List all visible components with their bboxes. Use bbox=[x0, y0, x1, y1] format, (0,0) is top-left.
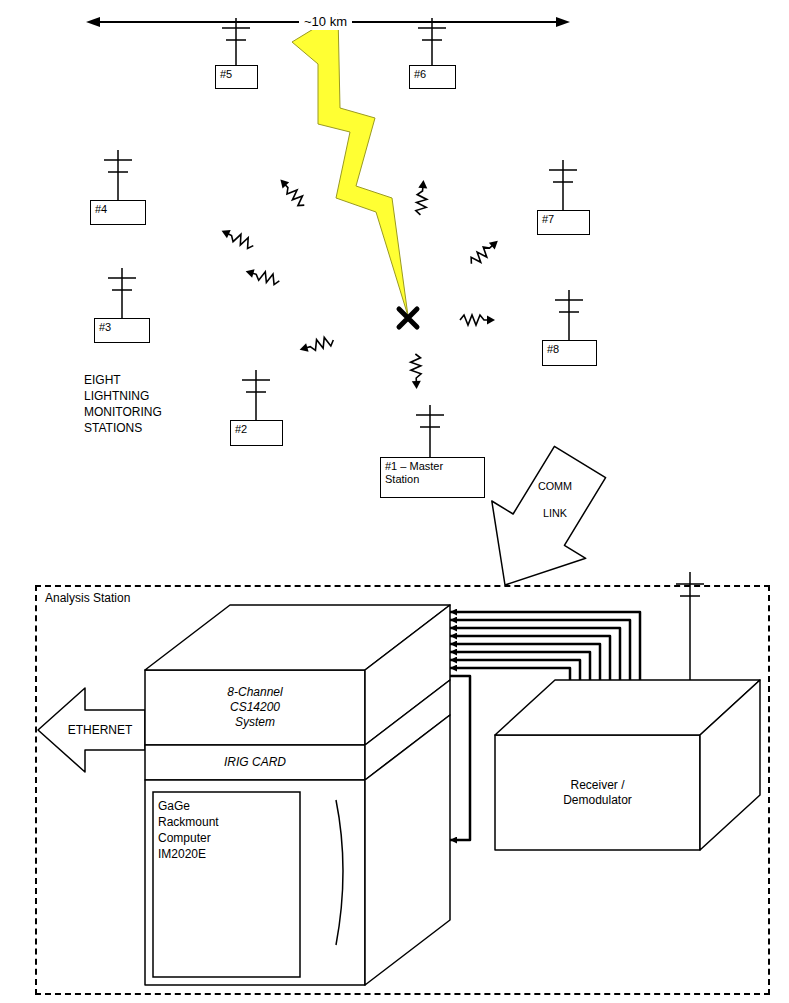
station-box: #2 bbox=[230, 420, 283, 446]
computer-box: GaGe Rackmount Computer IM2020E bbox=[145, 715, 450, 985]
text-area: IRIG CARD bbox=[145, 745, 365, 780]
wave-arrow bbox=[460, 315, 495, 325]
antenna-symbol bbox=[676, 572, 704, 682]
signal-cable bbox=[450, 636, 610, 680]
text-area: COMM LINK bbox=[532, 470, 578, 530]
station-label: #4 bbox=[95, 203, 140, 216]
dimension-arrowhead bbox=[86, 17, 100, 27]
wave-arrow bbox=[219, 226, 255, 250]
ethernet-arrow: ETHERNET bbox=[36, 686, 146, 774]
wave-arrow bbox=[410, 354, 421, 389]
antenna-symbol bbox=[108, 268, 136, 318]
text-area: Receiver / Demodulator bbox=[495, 735, 700, 850]
node-label: ETHERNET bbox=[68, 723, 133, 738]
wave-arrow bbox=[244, 267, 280, 286]
text-area: GaGe Rackmount Computer IM2020E bbox=[158, 798, 278, 878]
shape-face bbox=[492, 446, 606, 585]
station-box: #8 bbox=[542, 340, 597, 366]
signal-cable bbox=[450, 668, 570, 680]
station-label: #6 bbox=[414, 68, 450, 81]
signal-cable bbox=[450, 620, 630, 680]
station-box: #7 bbox=[537, 210, 590, 235]
receiver-box: Receiver / Demodulator bbox=[495, 680, 760, 850]
analysis-station-frame: Analysis StationETHERNET 8-Channel CS1420… bbox=[35, 585, 770, 995]
signal-cable bbox=[450, 676, 470, 840]
panel-detail bbox=[153, 792, 300, 977]
station-box: #4 bbox=[90, 200, 146, 225]
node-label: Receiver / Demodulator bbox=[548, 778, 648, 808]
frame-heading: Analysis Station bbox=[45, 591, 130, 605]
text-area: ETHERNET bbox=[58, 715, 142, 745]
wave-arrow bbox=[298, 335, 334, 354]
station-box: #5 bbox=[215, 65, 258, 89]
wave-arrow bbox=[468, 237, 501, 268]
wave-arrow bbox=[277, 176, 308, 208]
shape-face bbox=[38, 688, 145, 772]
node-label: IRIG CARD bbox=[224, 755, 286, 770]
station-label: #7 bbox=[542, 213, 584, 226]
caption-note: EIGHT LIGHTNING MONITORING STATIONS bbox=[84, 372, 176, 436]
antenna-symbol bbox=[549, 160, 577, 210]
shape-face bbox=[495, 735, 700, 850]
station-label: #5 bbox=[220, 68, 252, 81]
signal-cable bbox=[450, 644, 600, 680]
strike-mark bbox=[399, 309, 417, 327]
antenna-symbol bbox=[222, 18, 250, 65]
shape-face bbox=[145, 670, 365, 745]
comm-link-arrow: COMM LINK bbox=[488, 444, 610, 588]
antenna-symbol bbox=[242, 370, 270, 420]
station-box: #3 bbox=[94, 318, 150, 343]
shape-face bbox=[700, 680, 760, 850]
antenna-symbol bbox=[555, 290, 583, 340]
shape-face bbox=[145, 780, 365, 985]
signal-cable bbox=[450, 612, 640, 680]
station-box: #6 bbox=[409, 65, 456, 89]
dimension-arrowhead bbox=[556, 17, 570, 27]
panel-detail bbox=[336, 800, 343, 945]
signal-cable bbox=[450, 628, 620, 680]
shape-face bbox=[145, 745, 365, 780]
node-label: COMM LINK bbox=[532, 473, 578, 527]
wave-arrow bbox=[415, 180, 428, 216]
text-area: 8-Channel CS14200 System bbox=[145, 670, 365, 745]
antenna-symbol bbox=[416, 405, 444, 457]
shape-outline bbox=[495, 680, 760, 850]
dimension-label: ~10 km bbox=[299, 14, 352, 30]
station-label: #1 – Master Station bbox=[385, 460, 457, 486]
lightning-bolt bbox=[292, 14, 408, 316]
antenna-symbol bbox=[104, 150, 132, 200]
station-label: #2 bbox=[235, 423, 277, 436]
node-label: 8-Channel CS14200 System bbox=[215, 685, 295, 730]
antenna-symbol bbox=[418, 18, 446, 65]
node-label: GaGe Rackmount Computer IM2020E bbox=[158, 798, 248, 862]
shape-face bbox=[365, 715, 450, 985]
station-label: #3 bbox=[99, 321, 144, 334]
station-box: #1 – Master Station bbox=[380, 457, 485, 498]
station-label: #8 bbox=[547, 343, 591, 356]
